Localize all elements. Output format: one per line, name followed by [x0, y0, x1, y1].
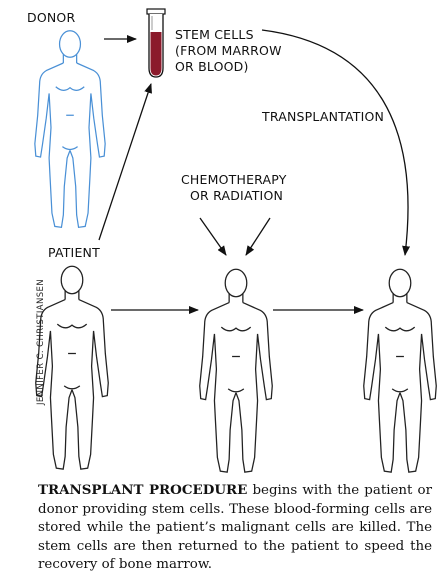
donor-label: DONOR	[27, 10, 76, 25]
donor-figure	[34, 30, 106, 228]
arrow-patient-to-tube	[98, 83, 152, 241]
stem-cells-label-line1: STEM CELLS	[175, 27, 254, 42]
patient-figure-recovered	[363, 268, 437, 473]
test-tube-icon	[146, 8, 166, 78]
caption-lead: TRANSPLANT PROCEDURE	[38, 482, 248, 498]
arrow-chemo-left	[199, 217, 227, 256]
patient-figure-start	[35, 265, 109, 470]
transplantation-label: TRANSPLANTATION	[262, 109, 385, 124]
stem-cells-label-line2: (FROM MARROW	[175, 43, 282, 58]
stem-cells-label-line3: OR BLOOD)	[175, 59, 249, 74]
chemo-label-line2: OR RADIATION	[190, 188, 284, 203]
patient-label: PATIENT	[48, 245, 100, 260]
arrows	[98, 29, 411, 314]
arrow-transplantation	[261, 29, 411, 256]
arrow-chemo-right	[245, 217, 271, 256]
caption-body: begins with the patient or donor providi…	[38, 483, 433, 572]
figure-caption: TRANSPLANT PROCEDURE begins with the pat…	[38, 481, 432, 575]
chemo-label-line1: CHEMOTHERAPY	[181, 172, 287, 187]
artist-credit: JENNIFER C. CHRISTIANSEN	[36, 278, 46, 405]
patient-figure-treated	[199, 268, 273, 473]
